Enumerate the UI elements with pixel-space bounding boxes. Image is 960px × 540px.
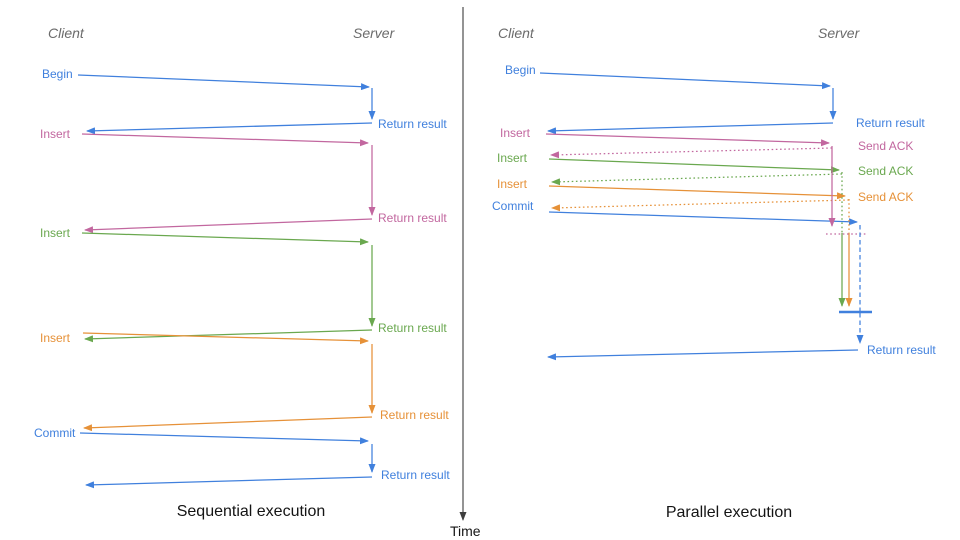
par-begin-return (547, 122, 834, 135)
par-send-ack-2-label: Send ACK (858, 164, 914, 178)
seq-insert-1-label: Insert (40, 127, 71, 141)
time-axis-label: Time (450, 523, 481, 539)
par-insert2-ack (551, 173, 843, 186)
parallel-execution-title: Parallel execution (665, 504, 793, 521)
par-begin-label: Begin (505, 63, 536, 77)
par-insert-1-label: Insert (500, 126, 531, 140)
seq-return-result-1-label: Return result (378, 117, 447, 131)
par-begin-request (539, 72, 831, 90)
left-server-header: Server (353, 25, 395, 41)
seq-insert3-request (82, 332, 369, 345)
par-insert-3-label: Insert (497, 177, 528, 191)
par-send-ack-1-label: Send ACK (858, 139, 914, 153)
sequential-execution-title: Sequential execution (176, 503, 326, 520)
seq-commit-return (85, 476, 373, 489)
par-insert3-request (548, 185, 846, 200)
seq-begin-label: Begin (42, 67, 73, 81)
seq-insert-3-label: Insert (40, 331, 71, 345)
seq-commit-request (79, 432, 369, 445)
par-insert3-ack (551, 199, 850, 212)
seq-begin-request (77, 74, 370, 91)
par-insert1-request (545, 133, 830, 147)
par-commit-request (548, 211, 858, 226)
par-insert-2-label: Insert (497, 151, 528, 165)
seq-return-result-5-label: Return result (381, 468, 450, 482)
seq-insert2-request (81, 232, 369, 246)
right-server-header: Server (818, 25, 860, 41)
seq-insert1-return (84, 218, 373, 234)
par-insert2-request (548, 158, 840, 174)
seq-insert3-return (83, 416, 373, 432)
seq-return-result-4-label: Return result (380, 408, 449, 422)
par-return-result-1-label: Return result (856, 116, 925, 130)
seq-begin-return (86, 122, 373, 135)
seq-return-result-2-label: Return result (378, 211, 447, 225)
seq-return-result-3-label: Return result (378, 321, 447, 335)
left-client-header: Client (48, 25, 84, 41)
par-commit-label: Commit (492, 199, 534, 213)
par-send-ack-3-label: Send ACK (858, 190, 914, 204)
par-insert1-ack (550, 147, 833, 159)
seq-insert-2-label: Insert (40, 226, 71, 240)
par-return-result-2-label: Return result (867, 343, 936, 357)
right-client-header: Client (498, 25, 534, 41)
seq-commit-label: Commit (34, 426, 76, 440)
seq-insert2-return (84, 329, 373, 343)
seq-insert1-request (81, 133, 369, 147)
par-commit-return (547, 349, 859, 361)
